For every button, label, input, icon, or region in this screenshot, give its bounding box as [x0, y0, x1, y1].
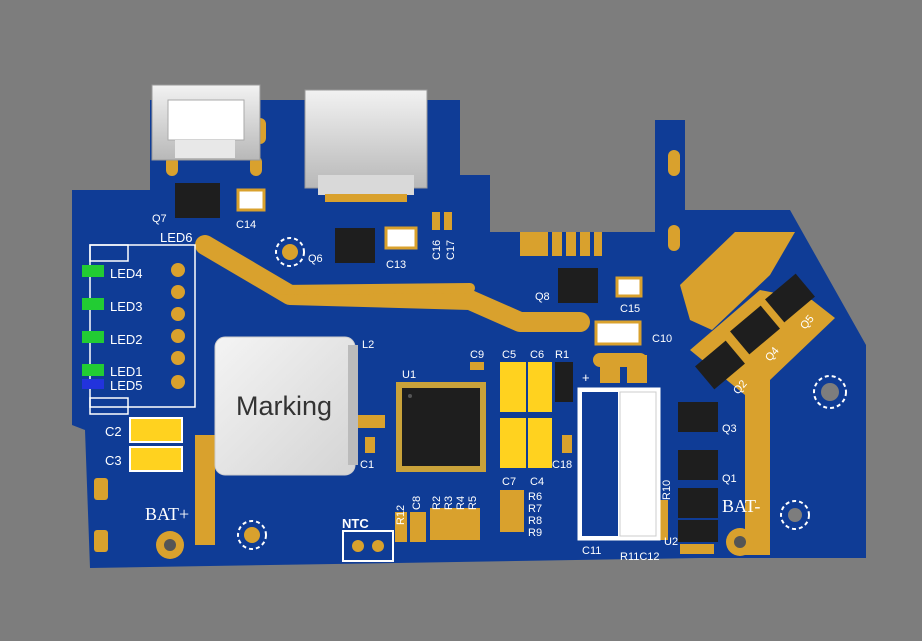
- silk-label-c11: C11: [582, 545, 601, 557]
- silk-label-r11c12: R11C12: [620, 551, 660, 563]
- small-passives: [365, 212, 714, 554]
- silk-label-u1: U1: [402, 369, 416, 381]
- silk-label-c1: C1: [360, 459, 374, 471]
- silk-label-led2: LED2: [110, 332, 143, 347]
- silk-label-q7: Q7: [152, 213, 167, 225]
- silk-label-c2: C2: [105, 424, 122, 439]
- silk-label-r10: R10: [661, 480, 673, 500]
- silk-label-r9: R9: [528, 527, 542, 539]
- silk-label-r3: R3: [443, 496, 455, 510]
- mosfets: [175, 183, 815, 542]
- silk-label-led6: LED6: [160, 230, 193, 245]
- silk-label-c10: C10: [652, 333, 672, 345]
- silk-label-q1: Q1: [722, 473, 737, 485]
- silk-label-c3: C3: [105, 453, 122, 468]
- silk-label-r6: R6: [528, 491, 542, 503]
- silk-label-r8: R8: [528, 515, 542, 527]
- silk-label-c15: C15: [620, 303, 640, 315]
- silk-label-led5: LED5: [110, 378, 143, 393]
- silk-label-l2: L2: [362, 339, 374, 351]
- silk-label-q3: Q3: [722, 423, 737, 435]
- inductor-marking: Marking: [236, 391, 332, 421]
- silk-label-c4: C4: [530, 476, 544, 488]
- silk-label-u2: U2: [664, 536, 678, 548]
- silk-label-r7: R7: [528, 503, 542, 515]
- silk-label-c9: C9: [470, 349, 484, 361]
- silk-label-led3: LED3: [110, 299, 143, 314]
- micro-usb-connector: [151, 84, 261, 161]
- silk-label-c18: C18: [552, 459, 572, 471]
- led-area: [82, 244, 196, 415]
- ntc-connector: [342, 530, 394, 562]
- usb-c-connector: [304, 89, 428, 202]
- silk-label-r5: R5: [467, 496, 479, 510]
- yellow-capacitors: [129, 188, 643, 472]
- silk-label-c8: C8: [411, 496, 423, 510]
- capacitor-c11: [577, 355, 661, 541]
- silk-label-c17: C17: [445, 240, 457, 260]
- silk-label-r4: R4: [455, 496, 467, 510]
- silk-label-bat-plus: BAT+: [145, 504, 189, 524]
- silk-label-c5: C5: [502, 349, 516, 361]
- ic-u1: [396, 382, 486, 472]
- pad-row: [520, 232, 602, 256]
- silk-label-c13: C13: [386, 259, 406, 271]
- inductor-l2: [214, 336, 358, 476]
- silk-label-plus: +: [582, 370, 590, 385]
- silk-label-led4: LED4: [110, 266, 143, 281]
- copper-layer: [195, 232, 835, 555]
- silk-label-q8: Q8: [535, 291, 550, 303]
- silk-label-r1: R1: [555, 349, 569, 361]
- silk-label-q6: Q6: [308, 253, 323, 265]
- silk-label-ntc: NTC: [342, 516, 369, 531]
- silk-label-c16: C16: [431, 240, 443, 260]
- silk-label-c6: C6: [530, 349, 544, 361]
- silk-label-r12: R12: [395, 505, 407, 525]
- silk-label-bat-minus: BAT-: [722, 496, 760, 516]
- silk-label-r2: R2: [431, 496, 443, 510]
- mounting-holes: [156, 237, 847, 559]
- silk-label-led1: LED1: [110, 364, 143, 379]
- silk-label-c14: C14: [236, 219, 256, 231]
- silk-label-c7: C7: [502, 476, 516, 488]
